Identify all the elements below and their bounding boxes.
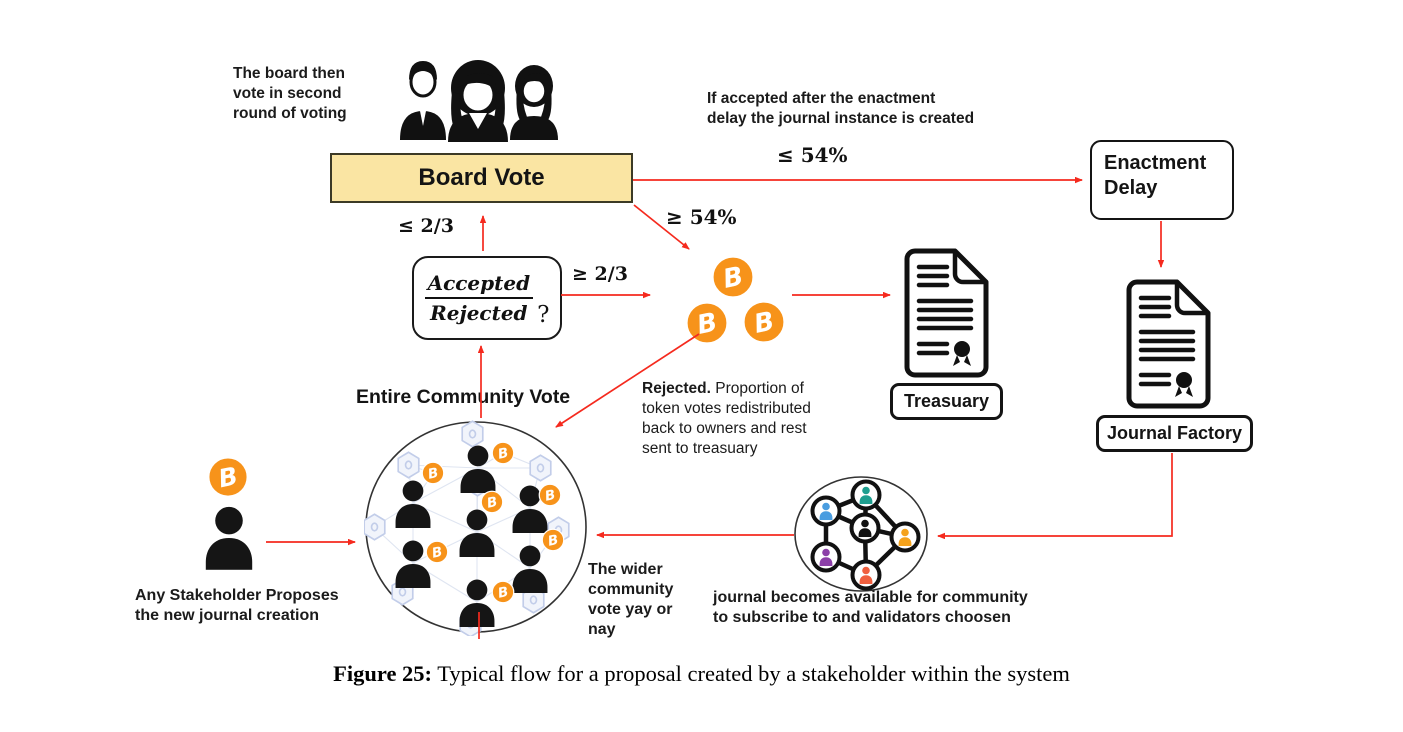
figure-caption-text: Typical flow for a proposal created by a…	[437, 661, 1070, 686]
figure-caption: Figure 25: Typical flow for a proposal c…	[0, 661, 1403, 687]
label-gte-54: ≥ 54%	[666, 205, 737, 229]
validator-network-icon	[794, 476, 928, 592]
rejected-note-lead: Rejected.	[642, 380, 711, 397]
journal-factory-label-box: Journal Factory	[1096, 415, 1253, 452]
journal-factory-label: Journal Factory	[1106, 423, 1243, 443]
enactment-delay-box: Enactment Delay	[1090, 140, 1234, 220]
arrow-boardvote-to-tokens	[633, 204, 690, 250]
label-lte-54: ≤ 54%	[777, 143, 848, 167]
stakeholder-note: Any Stakeholder Proposes the new journal…	[135, 587, 339, 624]
board-vote-label: Board Vote	[418, 164, 545, 191]
community-vote-circle	[364, 420, 587, 636]
journal-available-note: journal becomes available for community …	[713, 589, 1028, 626]
label-gte-23: ≥ 2/3	[572, 263, 628, 285]
decision-fraction: Accepted Rejected	[424, 270, 534, 326]
label-lte-23: ≤ 2/3	[398, 215, 454, 237]
arrow-journalfactory-to-network	[937, 453, 1173, 540]
figure-caption-label: Figure 25:	[333, 661, 433, 686]
board-vote-box: Board Vote	[330, 153, 633, 203]
arrow-tokens-to-community	[555, 333, 700, 428]
treasury-label: Treasuary	[903, 391, 990, 411]
board-members-icon	[400, 60, 558, 142]
enactment-note: If accepted after the enactment delay th…	[707, 90, 975, 127]
community-vote-title: Entire Community Vote	[356, 386, 571, 408]
decision-rejected: Rejected	[430, 301, 528, 325]
decision-question-mark: ?	[537, 302, 550, 328]
rejected-note-rest: Proportion of token votes redistributed …	[642, 380, 811, 457]
rejected-note: Rejected. Proportion of token votes redi…	[642, 359, 857, 459]
enactment-delay-label: Enactment Delay	[1104, 152, 1207, 199]
wider-community-note: The wider community vote yay or nay	[588, 561, 674, 638]
decision-box: Accepted Rejected ?	[412, 256, 562, 340]
board-second-round-note: The board then vote in second round of v…	[233, 65, 347, 122]
treasury-label-box: Treasuary	[890, 383, 1003, 420]
decision-accepted: Accepted	[424, 270, 534, 299]
